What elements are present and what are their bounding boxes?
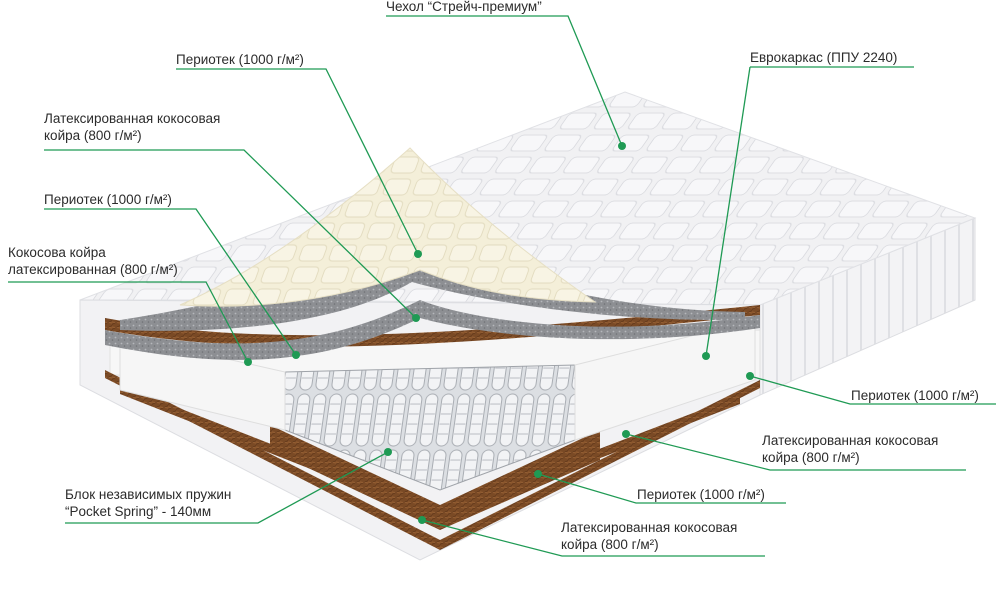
mattress-illustration <box>79 91 977 561</box>
coir-block <box>270 425 600 530</box>
leader-dot-felt-2 <box>292 351 300 359</box>
label-cover: Чехол “Стрейч-премиум” <box>386 0 542 14</box>
leader-dot-coir-4 <box>418 516 426 524</box>
leader-dot-euroframe <box>702 352 710 360</box>
label-felt-3: Периотек (1000 г/м²) <box>851 388 979 403</box>
label-springs: Блок независимых пружин “Pocket Spring” … <box>65 487 232 519</box>
felt-layer-top <box>105 300 760 360</box>
label-felt-4: Периотек (1000 г/м²) <box>637 487 765 502</box>
leader-line-coir-1 <box>44 149 417 319</box>
latex-peel-sheet <box>179 147 597 307</box>
label-coir-1: Латексированная кокосовая койра (800 г/м… <box>44 111 221 143</box>
leader-line-felt-1 <box>176 68 419 255</box>
leader-line-felt-2 <box>44 208 297 356</box>
leader-dot-springs <box>384 448 392 456</box>
leader-line-coir-3 <box>625 433 966 471</box>
leader-lines <box>8 15 996 557</box>
leader-line-felt-3 <box>749 375 996 405</box>
leader-line-springs <box>65 451 389 524</box>
label-coir-3: Латексированная кокосовая койра (800 г/м… <box>762 433 939 465</box>
leader-line-coir-2 <box>8 281 249 363</box>
label-felt-2: Периотек (1000 г/м²) <box>44 192 172 207</box>
label-euroframe: Еврокаркас (ППУ 2240) <box>750 50 898 65</box>
felt-peel <box>120 235 745 331</box>
label-coir-2: Кокосова койра латексированная (800 г/м²… <box>8 245 178 277</box>
leader-dot-coir-2 <box>244 358 252 366</box>
coir-layer-top <box>105 305 760 347</box>
leader-line-felt-4 <box>537 473 786 504</box>
leader-dot-coir-3 <box>622 430 630 438</box>
label-felt-1: Периотек (1000 г/м²) <box>176 52 304 67</box>
label-coir-4: Латексированная кокосовая койра (800 г/м… <box>561 520 738 552</box>
leader-dot-felt-3 <box>746 372 754 380</box>
leader-dot-cover <box>618 142 626 150</box>
leader-dot-coir-1 <box>412 314 420 322</box>
leader-line-euroframe-tail <box>705 66 751 357</box>
leader-line-cover <box>386 15 623 147</box>
leader-line-coir-4 <box>421 519 765 557</box>
leader-dot-felt-1 <box>414 250 422 258</box>
leader-dot-felt-4 <box>534 470 542 478</box>
